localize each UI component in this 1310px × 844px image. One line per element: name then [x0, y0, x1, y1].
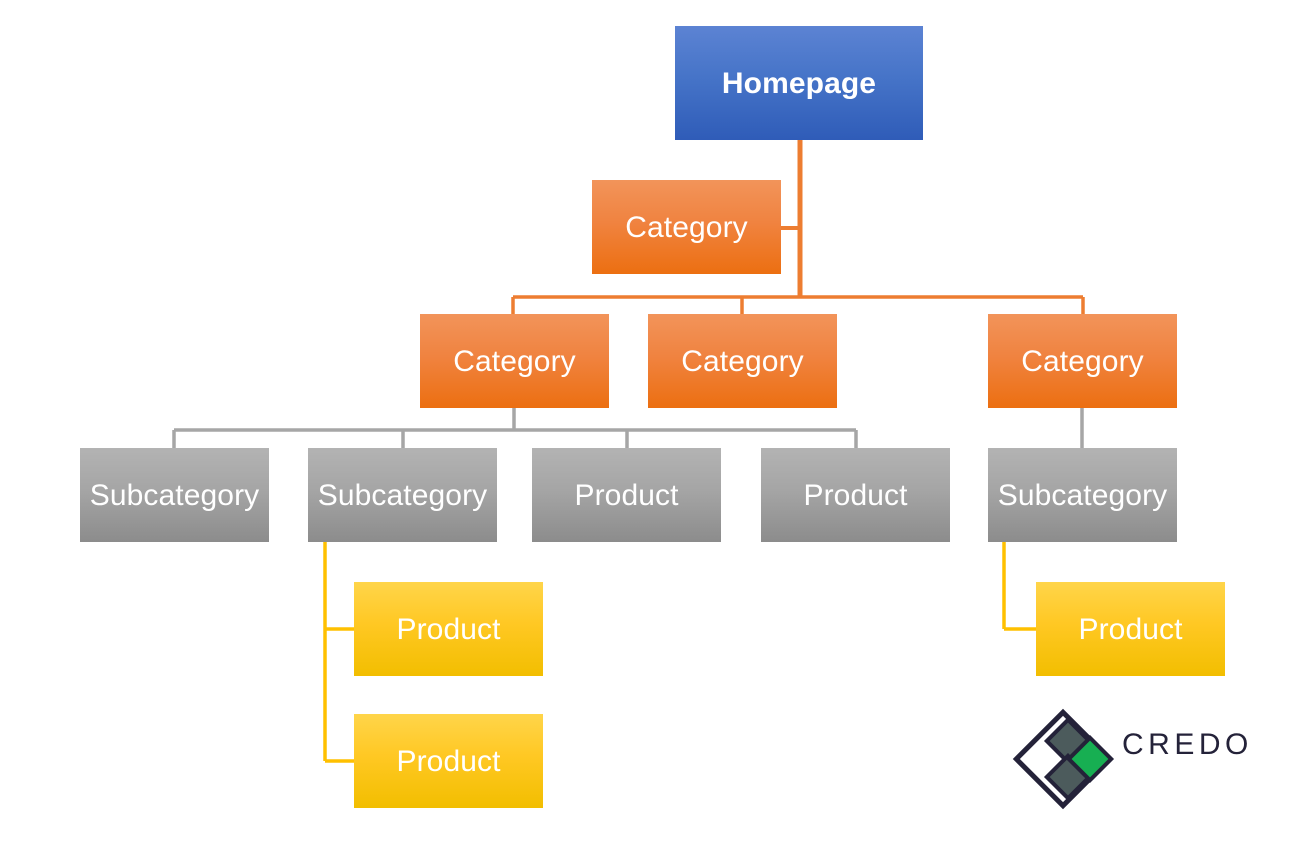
- node-product-1[interactable]: Product: [532, 448, 721, 542]
- node-category-a[interactable]: Category: [420, 314, 609, 408]
- node-subcategory-1[interactable]: Subcategory: [80, 448, 269, 542]
- edge-subcategory-2-to-products: [323, 542, 354, 763]
- node-product-5[interactable]: Product: [1036, 582, 1225, 676]
- edge-bus-level4: [172, 428, 858, 448]
- logo-diamond-accent: [1065, 734, 1115, 784]
- credo-diamond-mark: [1012, 708, 1115, 810]
- credo-logo: CREDO: [1004, 700, 1248, 820]
- node-subcategory-2[interactable]: Subcategory: [308, 448, 497, 542]
- node-product-4[interactable]: Product: [354, 714, 543, 808]
- credo-wordmark: CREDO: [1122, 728, 1253, 761]
- node-homepage[interactable]: Homepage: [675, 26, 923, 140]
- node-category-level2[interactable]: Category: [592, 180, 781, 274]
- edge-bus-level3: [511, 295, 1085, 314]
- node-category-b[interactable]: Category: [648, 314, 837, 408]
- node-category-c[interactable]: Category: [988, 314, 1177, 408]
- node-subcategory-3[interactable]: Subcategory: [988, 448, 1177, 542]
- node-product-2[interactable]: Product: [761, 448, 950, 542]
- edge-subcategory-3-to-product-5: [1002, 542, 1036, 631]
- node-product-3[interactable]: Product: [354, 582, 543, 676]
